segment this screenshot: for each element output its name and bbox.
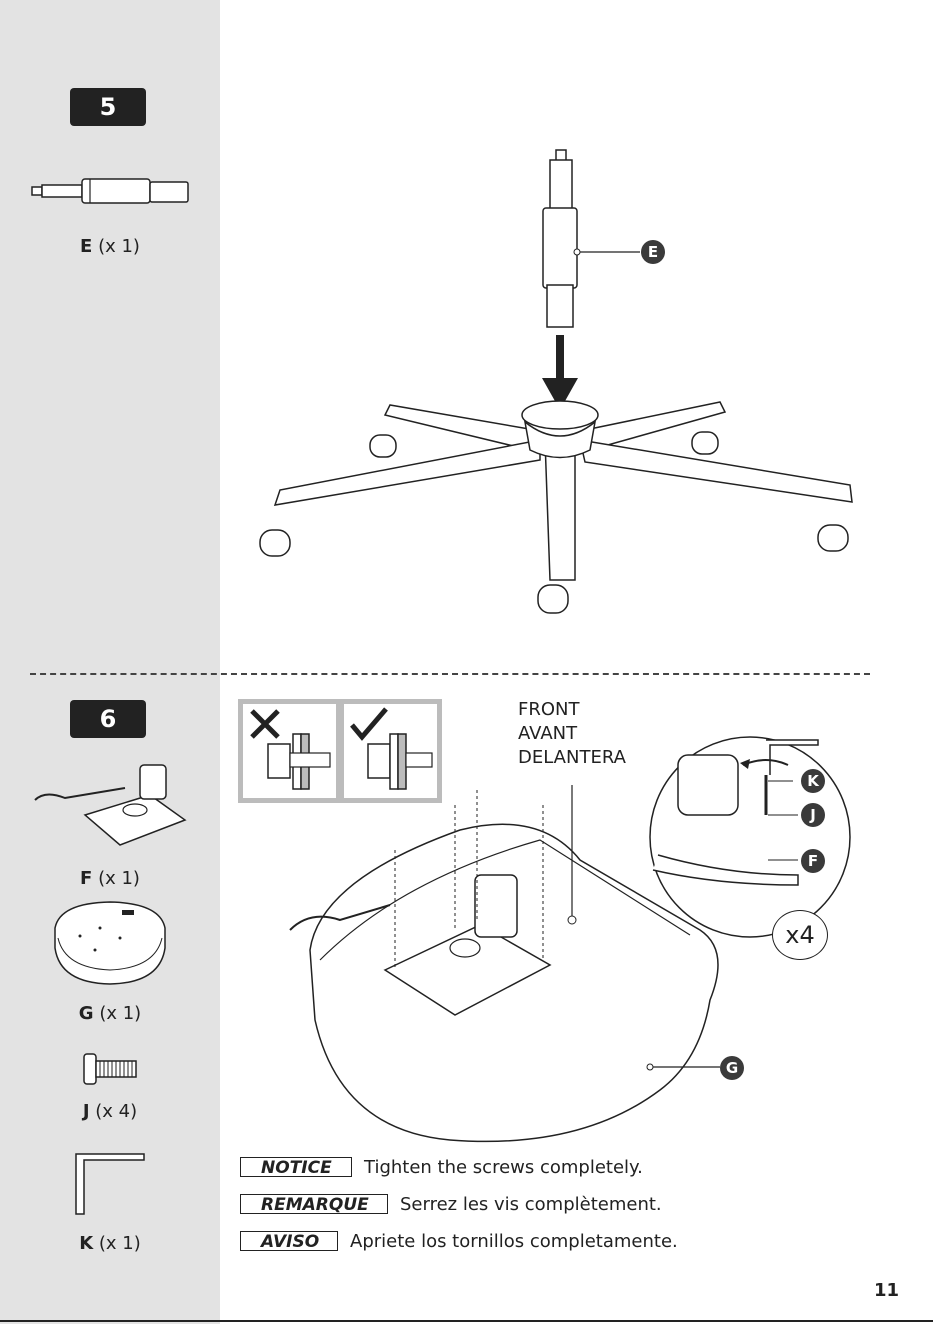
notice-row-es: AVISO Apriete los tornillos completament… — [240, 1230, 678, 1252]
callout-j: J — [801, 803, 825, 827]
notice-row-fr: REMARQUE Serrez les vis complètement. — [240, 1193, 662, 1215]
part-g-label: G (x 1) — [0, 1003, 220, 1024]
step-divider — [30, 673, 870, 675]
callout-k: K — [801, 769, 825, 793]
screw-part-icon — [80, 1052, 140, 1088]
bottom-rule — [0, 1320, 933, 1322]
part-j-label: J (x 4) — [0, 1101, 220, 1122]
part-f-label: F (x 1) — [0, 868, 220, 889]
callout-e: E — [641, 240, 665, 264]
notice-tag: AVISO — [240, 1231, 338, 1251]
multiplier-badge: x4 — [772, 910, 828, 960]
step-6-badge: 6 — [70, 700, 146, 738]
callout-g: G — [720, 1056, 744, 1080]
notice-tag: NOTICE — [240, 1157, 352, 1177]
seat-cushion-part-icon — [50, 898, 170, 990]
callout-f: F — [801, 849, 825, 873]
notice-text: Apriete los tornillos completamente. — [350, 1231, 678, 1252]
step-5-base-illustration — [240, 140, 880, 630]
seat-plate-part-icon — [30, 760, 190, 860]
part-k-label: K (x 1) — [0, 1233, 220, 1254]
allen-key-part-icon — [70, 1150, 150, 1218]
notice-text: Tighten the screws completely. — [364, 1157, 643, 1178]
step-5-badge: 5 — [70, 88, 146, 126]
notice-tag: REMARQUE — [240, 1194, 388, 1214]
zoom-detail-circle — [648, 735, 853, 940]
part-e-label: E (x 1) — [0, 236, 220, 257]
notice-row-en: NOTICE Tighten the screws completely. — [240, 1156, 643, 1178]
gas-cylinder-part-icon — [30, 175, 190, 211]
page-number: 11 — [874, 1280, 899, 1301]
notice-text: Serrez les vis complètement. — [400, 1194, 662, 1215]
